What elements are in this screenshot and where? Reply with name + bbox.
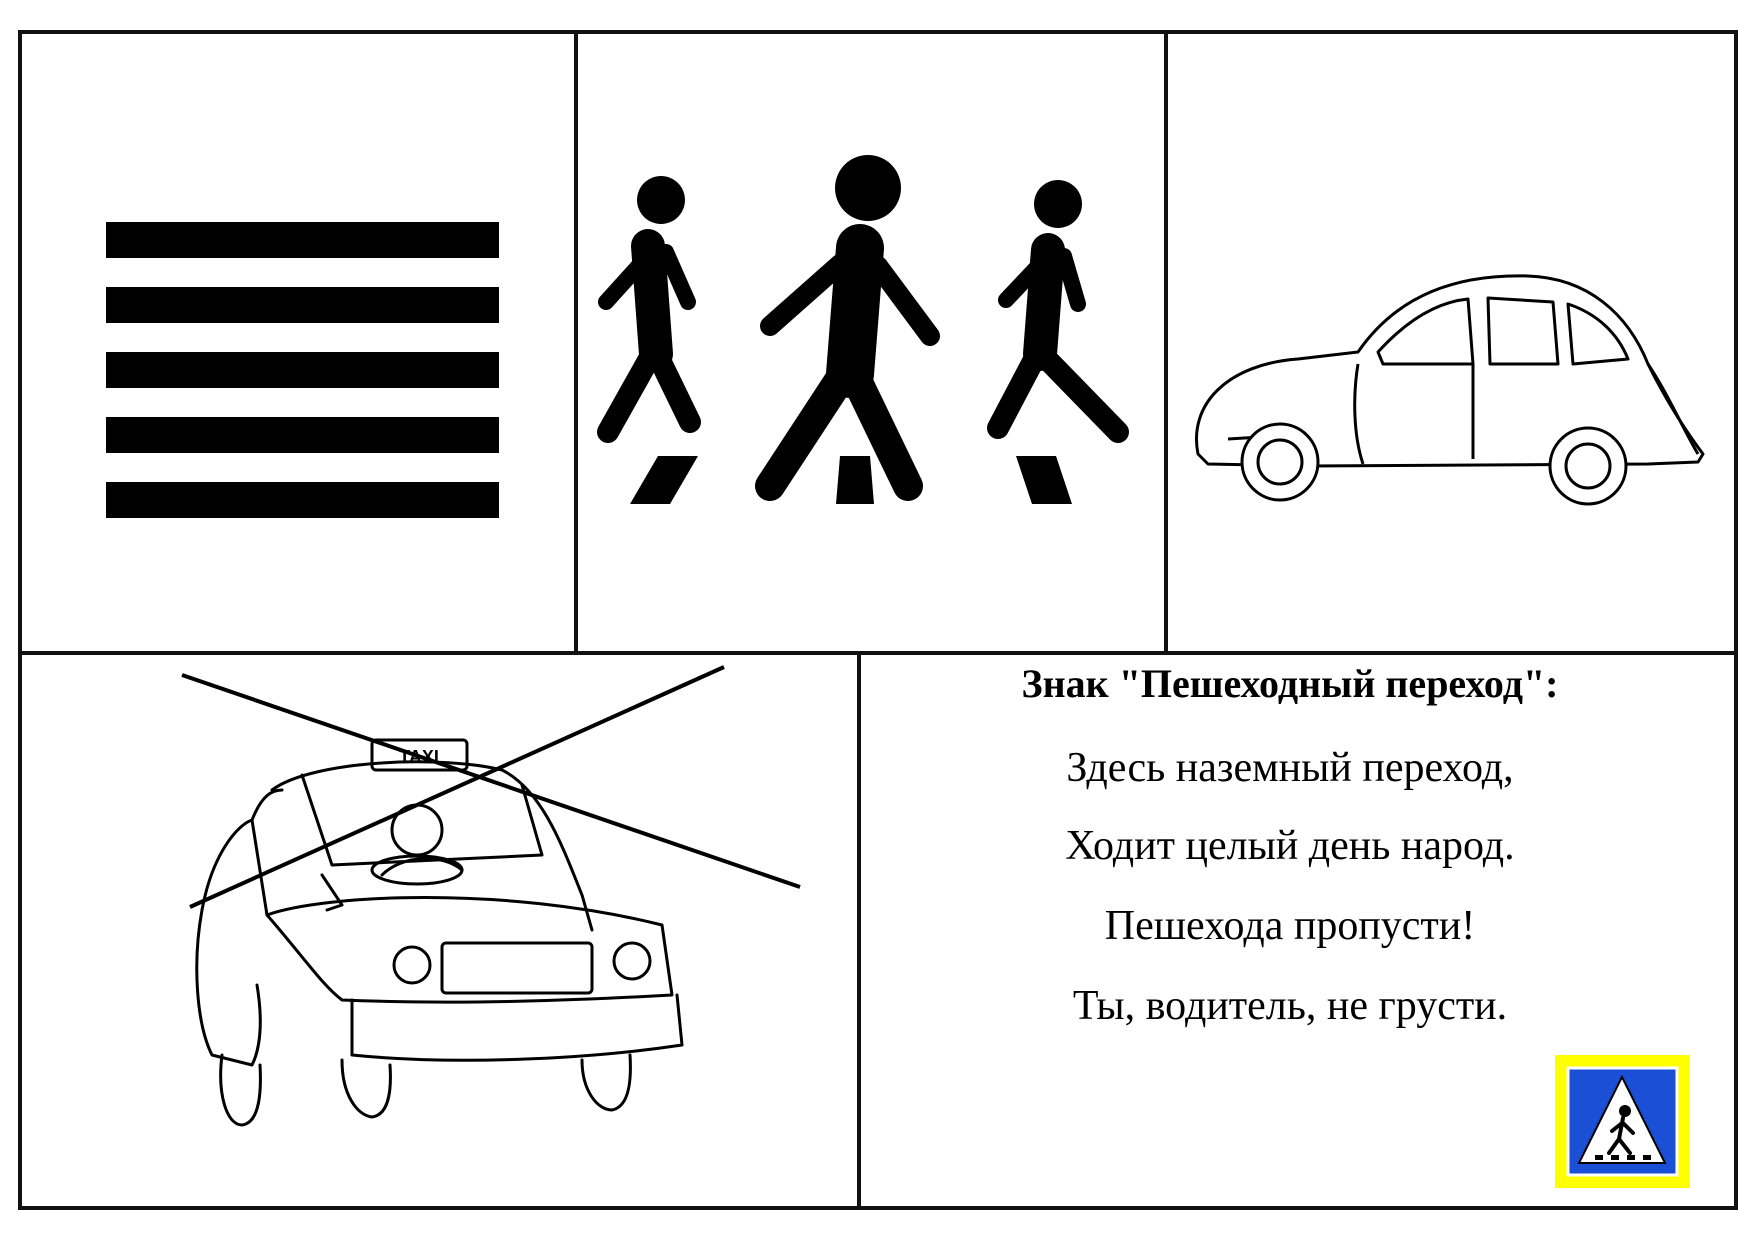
crossed-taxi-icon: TAXI xyxy=(22,655,857,1206)
pedestrian-crossing-sign-icon xyxy=(1555,1055,1690,1188)
poem-line-3: Пешехода пропусти! xyxy=(1104,903,1476,949)
pedestrians-crossing-icon xyxy=(578,34,1164,651)
poem-title: Знак "Пешеходный переход": xyxy=(1021,661,1559,706)
divider-middle xyxy=(18,651,1738,655)
divider-top-2 xyxy=(1164,30,1168,654)
car-icon xyxy=(1168,34,1734,651)
card-frame xyxy=(18,30,1738,1210)
poem-line-1: Здесь наземный переход, xyxy=(1066,745,1514,791)
crossing-stripes-icon xyxy=(22,34,574,651)
poem-line-4: Ты, водитель, не грусти. xyxy=(1072,983,1508,1029)
divider-bottom xyxy=(857,651,861,1210)
divider-top-1 xyxy=(574,30,578,654)
poem-line-2: Ходит целый день народ. xyxy=(1065,823,1515,869)
